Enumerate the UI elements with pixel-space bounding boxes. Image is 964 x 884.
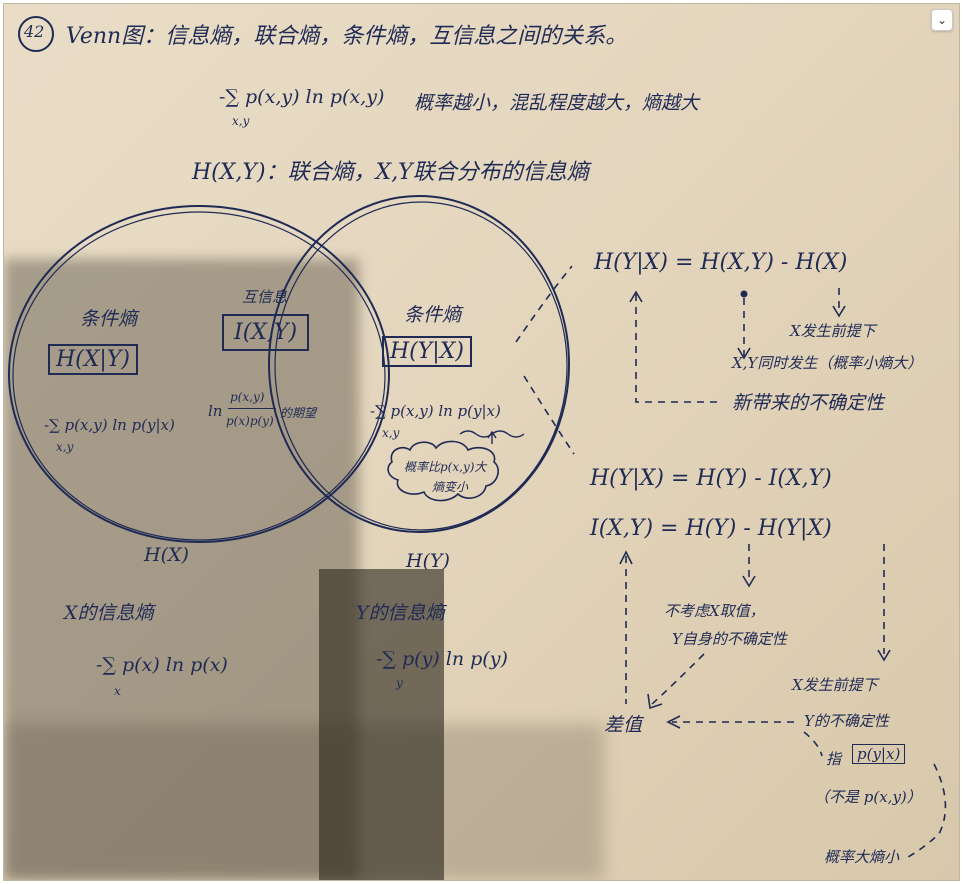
up-arrow [487, 430, 497, 444]
x-entropy-title: X的信息熵 [64, 602, 154, 624]
eq1-note-xy-joint: X,Y同时发生（概率小熵大） [732, 354, 923, 372]
chevron-down-icon: ⌄ [936, 13, 948, 27]
middle-formula-tail: 的期望 [280, 406, 317, 420]
bottom-note-curve [903, 763, 947, 860]
right-region-title: 条件熵 [404, 304, 462, 326]
joint-formula: -∑ p(x,y) ln p(x,y) [219, 86, 385, 108]
eq1-dot [740, 290, 748, 298]
middle-formula-denominator: p(x)p(y) [226, 414, 274, 428]
page-number-circle [18, 16, 54, 52]
equation-1: H(Y|X) = H(X,Y) - H(X) [594, 250, 848, 275]
eq3-to-zhi [803, 731, 823, 757]
equation-3: I(X,Y) = H(Y) - H(Y|X) [590, 516, 832, 541]
venn-label-hx: H(X) [144, 544, 189, 566]
x-entropy-subscript: x [114, 684, 121, 698]
middle-formula-numerator: p(x,y) [230, 390, 265, 404]
eq3-y-to-diff-head [666, 715, 681, 729]
dashed-arrow-to-eq1 [515, 265, 573, 343]
fold-shadow [319, 569, 444, 880]
eq1-mid-arrowhead [737, 347, 751, 360]
handwritten-diagram [8, 16, 947, 860]
left-region-formula: -∑ p(x,y) ln p(y|x) [44, 416, 175, 434]
notebook-photo: 42 Venn图：信息熵，联合熵，条件熵，互信息之间的关系。 -∑ p(x,y)… [3, 3, 960, 881]
hand-shadow [4, 259, 359, 880]
left-region-formula-subscript: x,y [56, 440, 74, 454]
middle-formula-fraction-bar [228, 408, 276, 409]
eq1-note-x-given: X发生前提下 [790, 322, 876, 340]
eq3-hy-to-diff [651, 653, 705, 705]
y-entropy-formula: -∑ p(y) ln p(y) [376, 648, 508, 670]
eq3-mid-arrowhead [742, 575, 756, 588]
eq3-note-cond: X发生前提下 [792, 676, 878, 694]
cloud-outline [387, 440, 499, 502]
venn-circle-y [268, 195, 570, 533]
joint-comment: 概率越小，混乱程度越大，熵越大 [414, 92, 700, 114]
eq1-left-arrowhead [629, 290, 643, 303]
y-entropy-title: Y的信息熵 [356, 602, 445, 624]
eq3-diff: 差值 [604, 714, 643, 736]
eq3-note-hy-line1: 不考虑X取值， [664, 602, 765, 620]
eq3-note-y-uncertainty: Y的不确定性 [804, 712, 889, 730]
eq1-right-arrowhead [832, 305, 846, 318]
venn-label-hy: H(Y) [406, 550, 450, 572]
eq3-paren-note: （不是 p(x,y)） [814, 788, 922, 806]
left-region-title: 条件熵 [80, 308, 138, 330]
eq3-hy-to-diff-head [647, 693, 663, 710]
eq3-right-arrowhead [877, 649, 891, 662]
equation-2: H(Y|X) = H(Y) - I(X,Y) [590, 466, 832, 491]
bottom-note: 概率大熵小 [824, 848, 900, 866]
eq3-note-hy-line2: Y自身的不确定性 [672, 630, 787, 648]
page-title: Venn图：信息熵，联合熵，条件熵，互信息之间的关系。 [66, 24, 628, 49]
y-entropy-subscript: y [396, 676, 403, 690]
venn-circle-y-outline-2 [274, 201, 568, 531]
x-entropy-formula: -∑ p(x) ln p(x) [96, 654, 228, 676]
joint-definition: H(X,Y)：联合熵，X,Y联合分布的信息熵 [192, 160, 589, 185]
middle-region-box: I(X,Y) [222, 314, 310, 351]
right-cloud-note-2: 熵变小 [432, 480, 469, 494]
page-number: 42 [24, 22, 45, 41]
middle-region-title: 互信息 [242, 288, 288, 306]
right-region-formula: -∑ p(x,y) ln p(y|x) [370, 402, 501, 420]
eq3-left-arrowhead [619, 550, 633, 565]
middle-formula-ln: ln [208, 402, 223, 420]
lower-shadow [4, 724, 604, 880]
eq3-zhi-box: p(y|x) [852, 744, 906, 764]
right-region-box: H(Y|X) [382, 336, 472, 367]
venn-circle-x [8, 205, 390, 543]
right-cloud-note: 概率比p(x,y)大 [404, 460, 487, 474]
dashed-arrow-to-eq2 [523, 375, 575, 455]
venn-circle-x-outline-2 [12, 211, 386, 541]
eq1-note-new-uncertainty: 新带来的不确定性 [732, 392, 885, 414]
eq3-zhi: 指 [826, 750, 842, 768]
right-region-formula-subscript: x,y [382, 426, 400, 440]
eq1-left-dashed-bracket [635, 294, 720, 403]
collapse-button[interactable]: ⌄ [931, 9, 953, 31]
left-region-box: H(X|Y) [48, 344, 138, 375]
joint-formula-subscript: x,y [232, 114, 250, 128]
